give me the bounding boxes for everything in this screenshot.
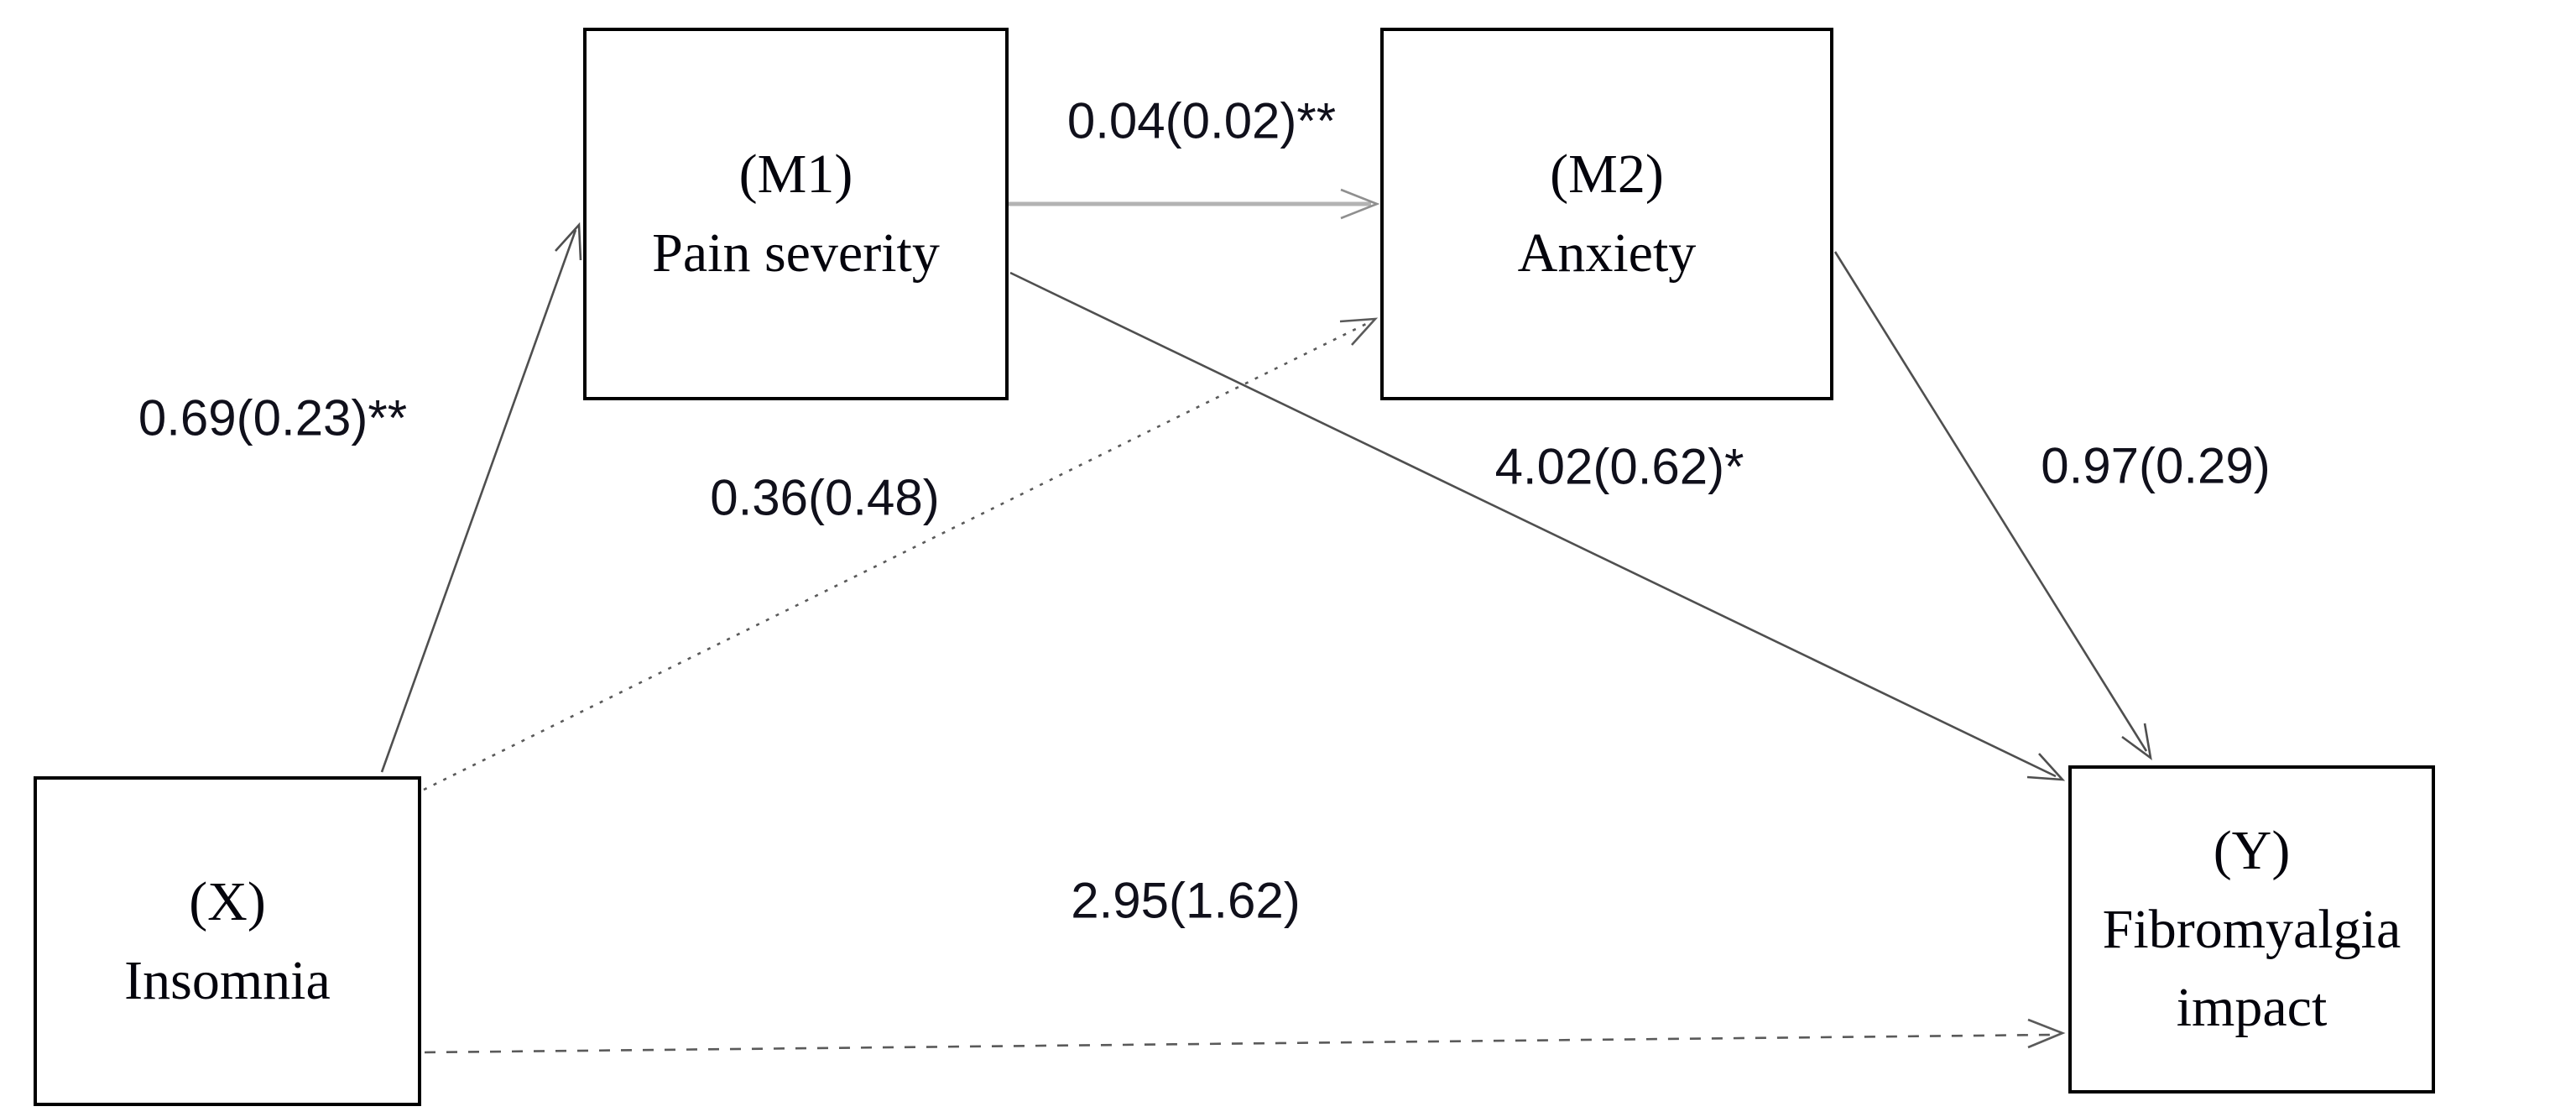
- node-y-code: (Y): [2213, 819, 2291, 881]
- coefficient-m1-to-m2: 0.04(0.02)**: [1066, 92, 1337, 149]
- coefficient-m1-to-y: 4.02(0.62)*: [1494, 438, 1744, 495]
- arrow-x-to-m2: [423, 317, 1379, 791]
- node-m1-code: (M1): [738, 144, 853, 206]
- arrow-m1-to-y: [1009, 271, 2066, 781]
- coefficient-x-to-m1: 0.69(0.23)**: [138, 389, 408, 446]
- node-m2-code: (M2): [1550, 144, 1664, 206]
- node-m1-pain-severity: (M1) Pain severity: [583, 28, 1009, 400]
- arrow-m1-to-m2: [1009, 188, 1380, 220]
- node-m2-label: Anxiety: [1517, 222, 1697, 284]
- node-x-label: Insomnia: [124, 949, 331, 1011]
- node-x-insomnia: (X) Insomnia: [34, 776, 421, 1106]
- arrow-x-to-m1: [380, 222, 582, 773]
- coefficient-x-to-y: 2.95(1.62): [1071, 872, 1301, 929]
- node-m1-label: Pain severity: [652, 222, 940, 284]
- arrow-m2-to-y: [1833, 251, 2152, 760]
- arrow-x-to-y: [424, 1018, 2066, 1054]
- node-y-fibromyalgia-impact: (Y) Fibromyalgia impact: [2068, 765, 2435, 1094]
- node-y-label: Fibromyalgia impact: [2102, 898, 2401, 1039]
- coefficient-m2-to-y: 0.97(0.29): [2041, 437, 2271, 494]
- node-x-code: (X): [189, 870, 266, 932]
- node-m2-anxiety: (M2) Anxiety: [1380, 28, 1833, 400]
- coefficient-x-to-m2: 0.36(0.48): [710, 469, 940, 526]
